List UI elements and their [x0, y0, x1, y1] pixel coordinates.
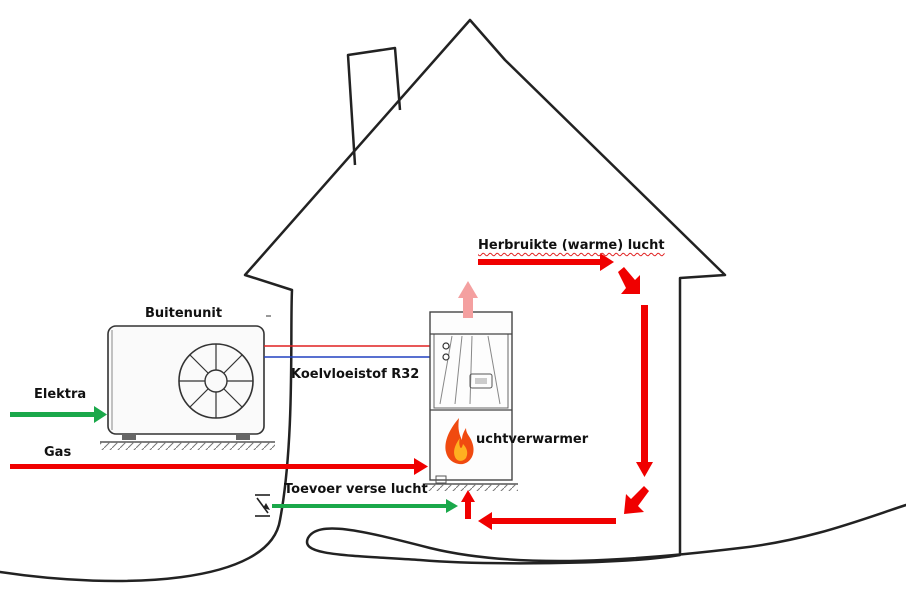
electricity-label: Elektra [34, 387, 87, 402]
electricity-arrow [10, 406, 107, 423]
fresh-air-supply-label: Toevoer verse lucht [284, 482, 428, 497]
fan-icon [178, 343, 254, 419]
fresh-air-arrow [272, 499, 458, 513]
recycled-air-label: Herbruikte (warme) lucht [478, 239, 665, 252]
indoor-unit [425, 311, 518, 491]
flame-icon [445, 418, 474, 465]
chimney [346, 46, 402, 166]
refrigerant-label: Koelvloeistof R32 [291, 367, 420, 382]
exhaust-arrow [458, 281, 478, 318]
house-outline [0, 18, 906, 583]
air-heater-label: uchtverwarmer [476, 432, 589, 447]
recycled-air-text: Herbruikte (warme) lucht [478, 238, 665, 253]
gas-label: Gas [44, 445, 72, 460]
valve-icon [255, 494, 270, 517]
warm-air-loop [461, 253, 653, 530]
outdoor-unit [100, 315, 275, 450]
gas-arrow [10, 458, 428, 475]
outdoor-unit-label: Buitenunit [145, 306, 223, 321]
